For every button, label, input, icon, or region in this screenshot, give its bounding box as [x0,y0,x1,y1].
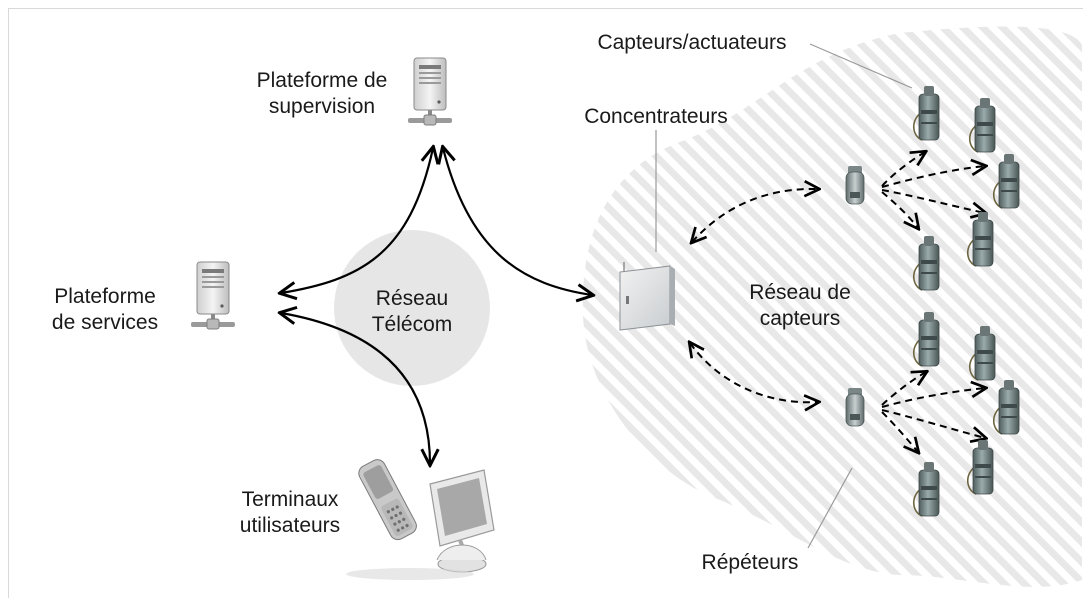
repeaters-label: Répéteurs [701,551,799,574]
services-platform-label: Plateforme de services [30,284,180,336]
terminals-shadow [346,568,474,580]
repeater-icon [845,387,865,427]
terminals-label-line1: Terminaux [241,488,339,511]
mobile-phone-icon [358,459,417,541]
link-repeater2-sensor-d [881,411,918,452]
sensor-network-label-line1: Réseau de [749,281,851,304]
computer-icon [429,469,495,573]
services-label-line2: de services [51,311,159,334]
link-repeater1-sensor-c [881,189,985,213]
link-supervision-to-concentrator [443,148,592,295]
callout-line-repeaters [807,467,853,549]
link-repeater2-sensor-b [881,388,985,408]
services-label-line1: Plateforme [54,285,156,308]
link-services-to-terminals [281,313,430,464]
repeater-icon [845,165,865,205]
server-icon [407,57,453,126]
link-repeater1-sensor-b [881,166,985,188]
diagram-frame [8,8,1083,598]
supervision-label-line2: supervision [268,95,376,118]
link-repeater2-sensor-c [881,409,985,438]
telecom-links [281,148,592,464]
user-terminals-label: Terminaux utilisateurs [220,487,360,539]
server-icon [190,261,236,330]
sensor-network-zone [582,26,1082,587]
terminals-label-line2: utilisateurs [239,514,341,537]
link-repeater2-sensor-a [881,372,926,406]
telecom-label-line2: Télécom [371,313,453,336]
link-concentrator-repeater-2 [690,343,818,402]
concentrators-label: Concentrateurs [584,105,728,128]
telecom-label-line1: Réseau [375,287,449,310]
link-repeater1-sensor-d [881,191,918,228]
link-repeater1-sensor-a [881,152,925,187]
link-concentrator-repeater-1 [692,189,818,242]
supervision-label-line1: Plateforme de [256,69,388,92]
cabinet-icon [619,262,675,331]
sensor-network-label-line2: capteurs [759,307,841,330]
telecom-network-label: Réseau Télécom [362,286,462,338]
radio-links [690,152,985,452]
sensor-network-label: Réseau de capteurs [740,280,860,332]
callout-lines [655,43,913,549]
sensors-actuators-label: Capteurs/actuateurs [597,31,787,54]
callout-line-sensors [809,43,913,89]
supervision-platform-label: Plateforme de supervision [232,68,412,120]
link-services-to-supervision [281,148,433,293]
